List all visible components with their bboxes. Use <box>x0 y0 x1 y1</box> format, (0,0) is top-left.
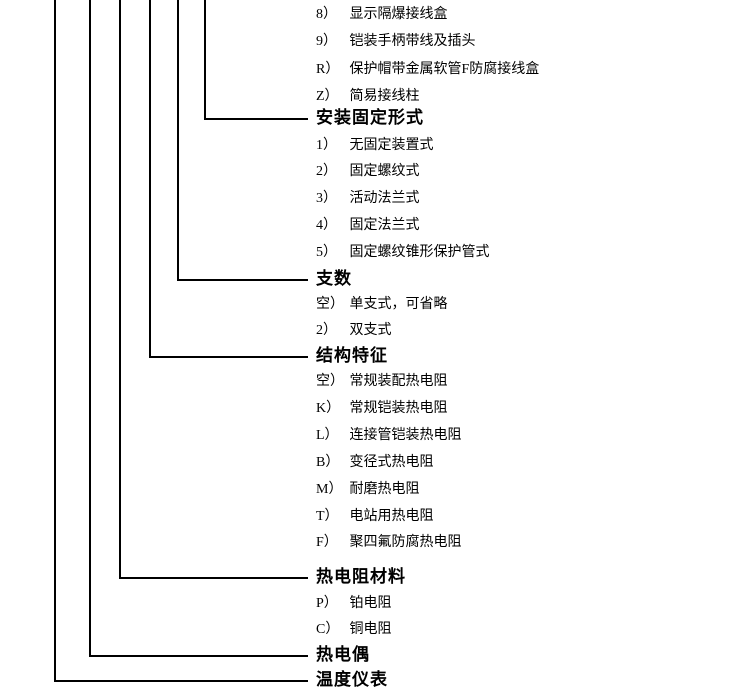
section-title-thermocouple: 热电偶 <box>316 645 370 664</box>
item-code: T） <box>316 509 339 524</box>
item-code: K） <box>316 401 341 416</box>
list-item: 1） 无固定装置式 <box>316 133 434 159</box>
item-code: 5） <box>316 245 337 260</box>
item-code: C） <box>316 622 340 637</box>
item-label: 聚四氟防腐热电阻 <box>349 535 462 550</box>
section-title-rtd-material: 热电阻材料 <box>316 567 406 586</box>
list-item: T） 电站用热电阻 <box>316 504 434 530</box>
list-item: Z） 简易接线柱 <box>316 84 420 110</box>
item-code: L） <box>316 428 339 443</box>
connector-vline-branch-count <box>177 0 179 279</box>
item-code: P） <box>316 596 338 611</box>
connector-vline-thermocouple <box>89 0 91 655</box>
item-label: 铠装手柄带线及插头 <box>349 34 476 49</box>
item-code: 3） <box>316 191 337 206</box>
connector-vline-mounting-type <box>204 0 206 118</box>
list-item: K） 常规铠装热电阻 <box>316 396 448 422</box>
item-label: 耐磨热电阻 <box>349 482 420 497</box>
list-item: B） 变径式热电阻 <box>316 450 434 476</box>
connector-hline-structure-feature <box>149 356 308 358</box>
connector-hline-mounting-type <box>204 118 308 120</box>
item-label: 显示隔爆接线盒 <box>349 7 448 22</box>
list-item: P） 铂电阻 <box>316 591 392 617</box>
item-code: 空） <box>316 374 344 389</box>
list-item: C） 铜电阻 <box>316 617 392 643</box>
connector-hline-rtd-material <box>119 577 308 579</box>
connector-vline-temperature-instrument <box>54 0 56 680</box>
connector-hline-branch-count <box>177 279 308 281</box>
list-item: L） 连接管铠装热电阻 <box>316 423 462 449</box>
item-label: 电站用热电阻 <box>349 509 434 524</box>
item-code: M） <box>316 482 343 497</box>
item-label: 活动法兰式 <box>349 191 420 206</box>
item-label: 固定螺纹锥形保护管式 <box>349 245 490 260</box>
item-code: F） <box>316 535 338 550</box>
item-label: 常规装配热电阻 <box>349 374 448 389</box>
item-label: 铜电阻 <box>349 622 392 637</box>
item-label: 固定螺纹式 <box>349 164 420 179</box>
item-label: 铂电阻 <box>349 596 392 611</box>
list-item: 8） 显示隔爆接线盒 <box>316 2 448 28</box>
list-item: F） 聚四氟防腐热电阻 <box>316 530 462 556</box>
item-code: 8） <box>316 7 337 22</box>
list-item: 2） 固定螺纹式 <box>316 159 420 185</box>
item-label: 简易接线柱 <box>349 89 420 104</box>
item-code: 9） <box>316 34 337 49</box>
list-item: R） 保护帽带金属软管F防腐接线盒 <box>316 57 539 83</box>
list-item: 4） 固定法兰式 <box>316 213 420 239</box>
item-label: 连接管铠装热电阻 <box>349 428 462 443</box>
item-label: 固定法兰式 <box>349 218 420 233</box>
section-title-temperature-instrument: 温度仪表 <box>316 670 388 689</box>
list-item: M） 耐磨热电阻 <box>316 477 420 503</box>
item-code: B） <box>316 455 340 470</box>
list-item: 空） 常规装配热电阻 <box>316 369 448 395</box>
item-label: 保护帽带金属软管F防腐接线盒 <box>349 62 540 77</box>
item-code: R） <box>316 62 340 77</box>
list-item: 9） 铠装手柄带线及插头 <box>316 29 476 55</box>
item-label: 双支式 <box>349 323 392 338</box>
connector-hline-temperature-instrument <box>54 680 308 682</box>
connector-hline-thermocouple <box>89 655 308 657</box>
item-label: 变径式热电阻 <box>349 455 434 470</box>
connector-vline-rtd-material <box>119 0 121 577</box>
list-item: 5） 固定螺纹锥形保护管式 <box>316 240 490 266</box>
item-code: 2） <box>316 323 337 338</box>
item-label: 无固定装置式 <box>349 138 434 153</box>
list-item: 3） 活动法兰式 <box>316 186 420 212</box>
section-title-branch-count: 支数 <box>316 269 352 288</box>
item-code: 1） <box>316 138 337 153</box>
item-label: 单支式，可省略 <box>349 297 448 312</box>
section-title-mounting-type: 安装固定形式 <box>316 108 424 127</box>
item-code: 空） <box>316 297 344 312</box>
item-code: Z） <box>316 89 339 104</box>
list-item: 空） 单支式，可省略 <box>316 292 448 318</box>
section-title-structure-feature: 结构特征 <box>316 346 388 365</box>
item-code: 4） <box>316 218 337 233</box>
connector-vline-structure-feature <box>149 0 151 356</box>
item-label: 常规铠装热电阻 <box>349 401 448 416</box>
list-item: 2） 双支式 <box>316 318 392 344</box>
item-code: 2） <box>316 164 337 179</box>
